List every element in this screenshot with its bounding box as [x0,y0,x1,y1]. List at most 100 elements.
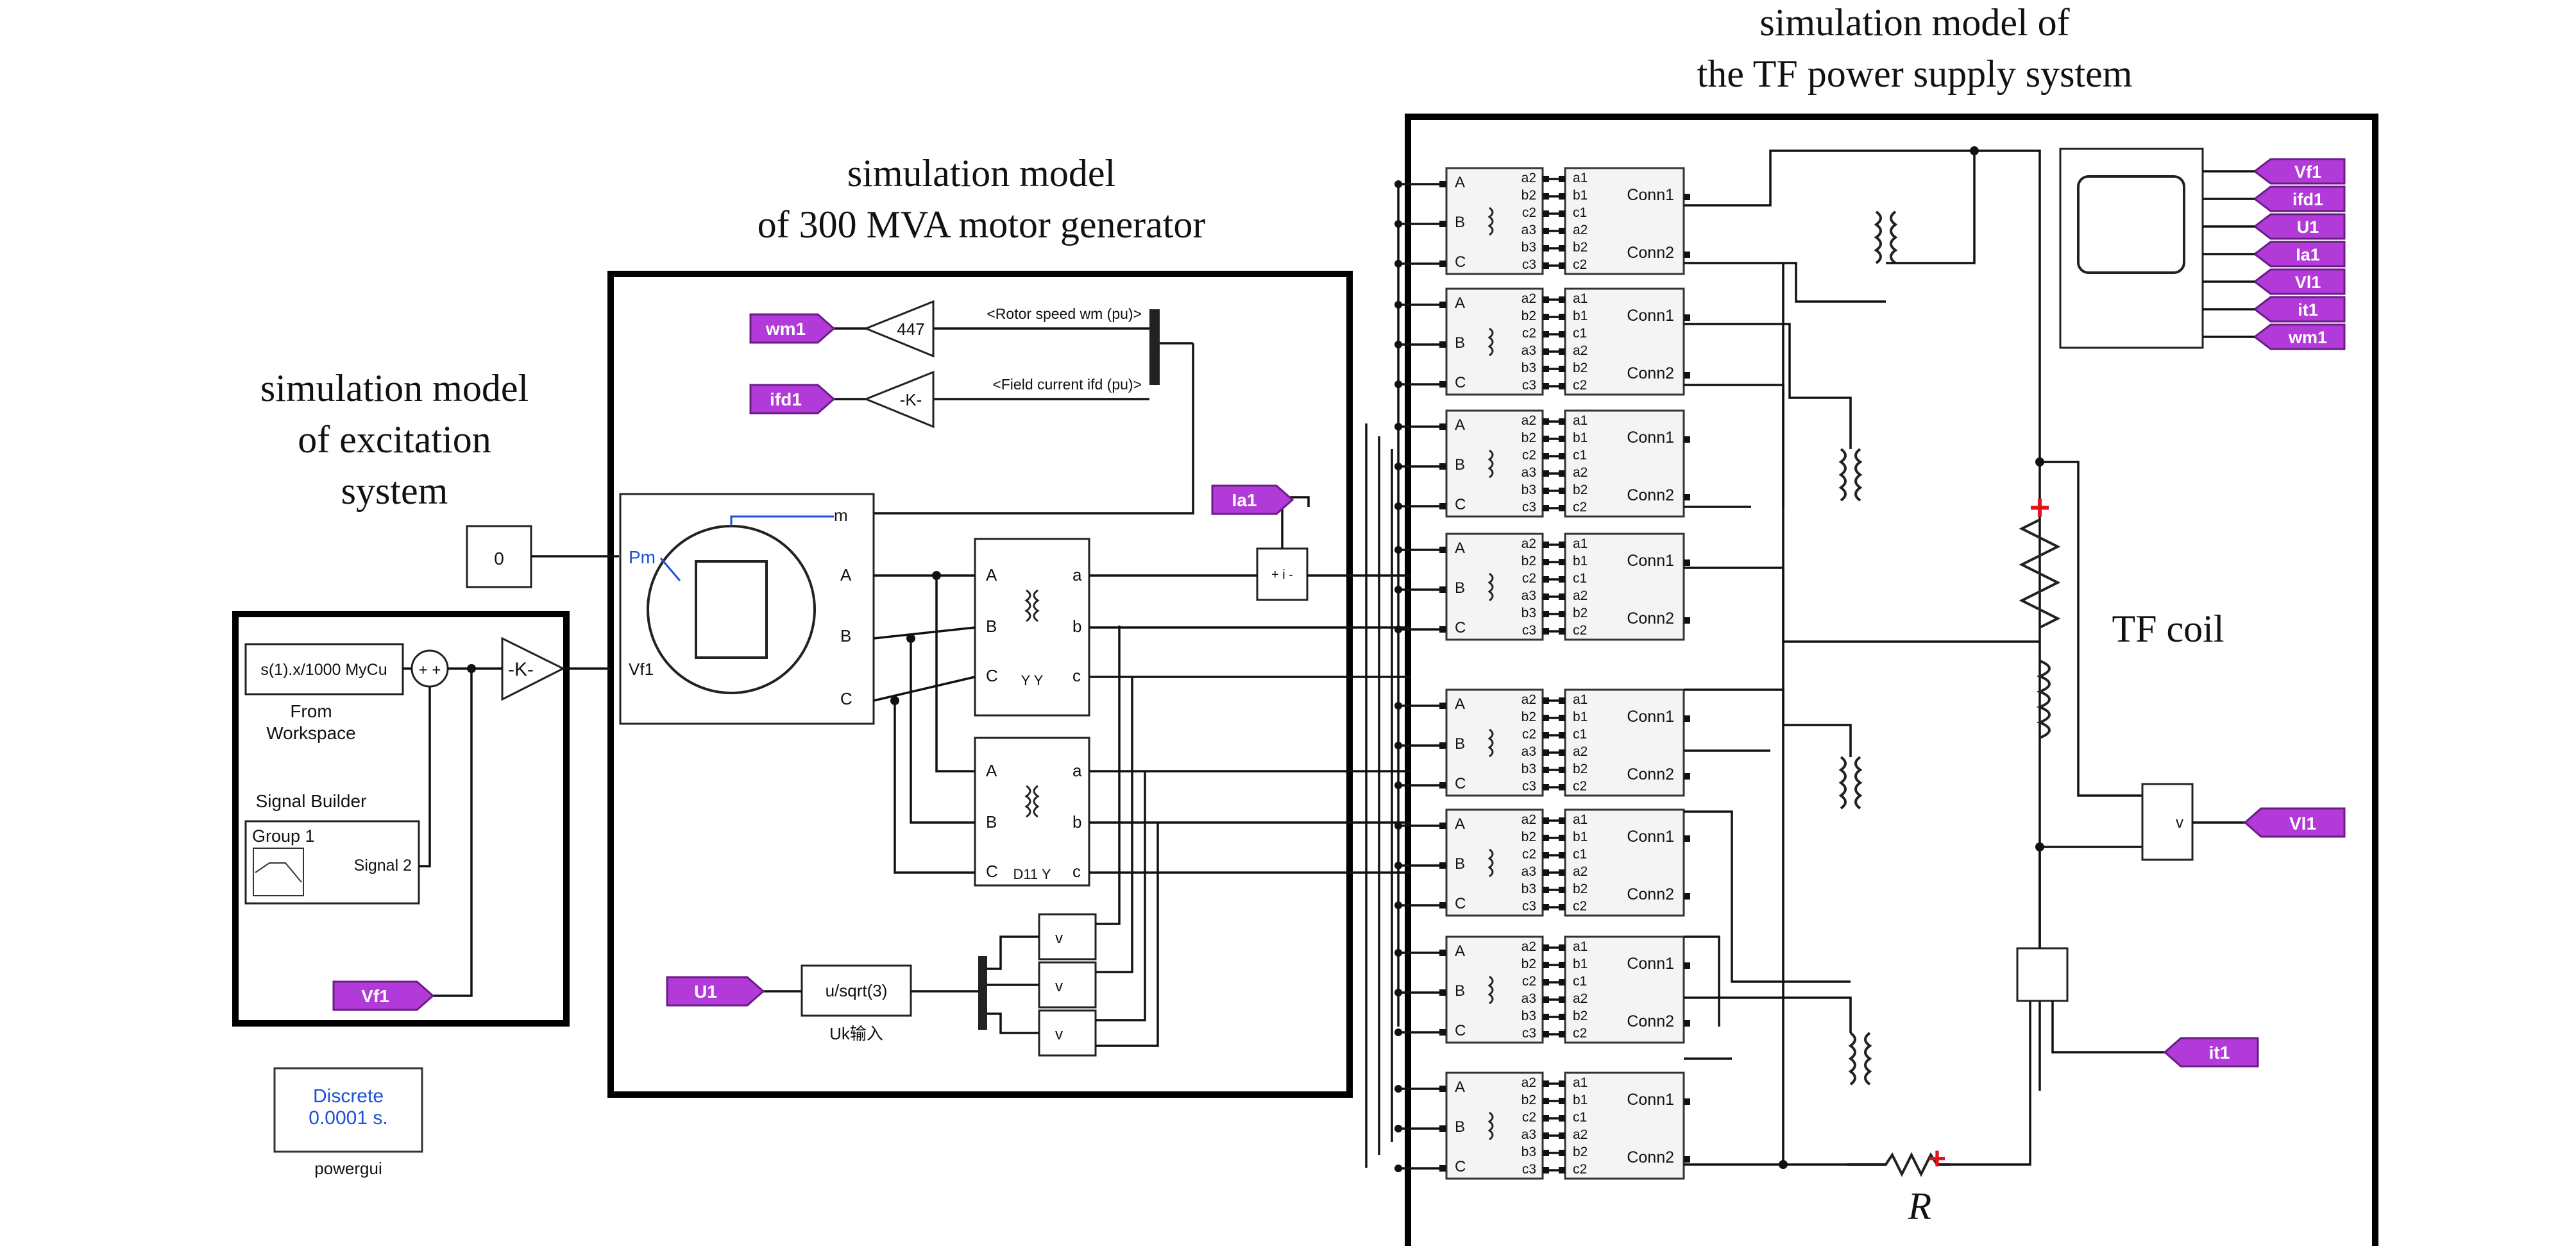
from-tag-vf1[interactable]: Vf1 [2203,158,2346,185]
coil-voltage-sign: v [2176,814,2183,832]
voltage-measurement-3[interactable] [1038,1009,1097,1057]
transformer-dy-block[interactable] [974,737,1090,887]
converter-block-1[interactable] [1564,167,1685,275]
port-marker [1559,296,1565,303]
bridge-block-6[interactable] [1445,808,1544,917]
from-tag-ifd1[interactable]: ifd1 [2203,185,2346,212]
from-tag-label: U1 [2297,218,2319,237]
port-marker [1543,887,1549,893]
resistor-r-label: R [1908,1185,1932,1227]
goto-u1[interactable] [666,976,765,1007]
converter-port: c2 [1573,378,1587,393]
port-marker [1543,193,1549,200]
port-marker [1559,732,1565,738]
wire-current-it1 [2051,1001,2168,1054]
from-tag-shape [2253,268,2346,295]
tf-coil-resistance-icon[interactable] [2019,518,2061,629]
goto-vf1-excitation[interactable] [332,980,435,1011]
port-marker [1543,436,1549,442]
port-marker [1559,436,1565,442]
constant-block[interactable] [466,525,532,588]
mux-block[interactable] [978,956,987,1030]
wire-vm1-mux [987,935,1039,970]
port-marker [1439,950,1446,956]
from-tag-vl1[interactable]: Vl1 [2203,268,2346,295]
converter-conn1: Conn1 [1627,552,1674,570]
trafo2-port-b-out: b [1072,812,1081,832]
from-tag-wm1[interactable]: wm1 [2203,323,2346,350]
converter-conn2: Conn2 [1627,486,1674,504]
port-marker [1543,904,1549,910]
port-marker [1684,559,1690,566]
port-marker [1559,996,1565,1003]
transformer-yy-block[interactable] [974,538,1090,717]
converter-block-8[interactable] [1564,1071,1685,1180]
speed-gain-block[interactable] [863,300,935,358]
bridge-out-port: a3 [1521,223,1536,237]
port-marker [1543,1132,1549,1139]
goto-wm1[interactable] [749,313,836,344]
bridge-block-7[interactable] [1445,935,1544,1044]
converter-port: c2 [1573,500,1587,515]
goto-ifd1[interactable] [749,384,836,414]
field-gain-block[interactable] [863,370,935,429]
port-marker [1543,611,1549,617]
sum-signs: + + [419,661,441,679]
bridge-out-port: c3 [1522,378,1536,393]
bus-selector[interactable] [1149,309,1160,385]
from-tag-ia1[interactable]: Ia1 [2203,241,2346,268]
coil-voltage-measurement[interactable] [2141,783,2194,861]
coil-current-measurement[interactable] [2016,947,2069,1002]
port-marker [1543,505,1549,511]
bridge-block-2[interactable] [1445,287,1544,396]
port-marker [1559,1167,1565,1173]
port-marker [1559,1115,1565,1122]
port-marker [1439,902,1446,909]
generator-title-line-1: simulation model [847,152,1115,194]
powergui-block[interactable] [273,1067,423,1153]
voltage-measurement-2[interactable] [1038,961,1097,1009]
from-tag-shape [2253,241,2346,268]
bridge-block-8[interactable] [1445,1071,1544,1180]
bridge-block-1[interactable] [1445,167,1544,275]
goto-ia1[interactable] [1211,484,1294,515]
bridge-block-5[interactable] [1445,688,1544,797]
port-marker [1543,296,1549,303]
converter-block-5[interactable] [1564,688,1685,797]
converter-block-6[interactable] [1564,808,1685,917]
goto-it1[interactable] [2163,1037,2259,1068]
port-marker [1439,547,1446,553]
voltage-measurement-1[interactable] [1038,913,1097,960]
current-measurement-block[interactable] [1256,547,1309,601]
converter-block-2[interactable] [1564,287,1685,396]
converter-conn2: Conn2 [1627,765,1674,783]
port-marker [1439,381,1446,388]
bridge-block-4[interactable] [1445,533,1544,641]
junction-dot [890,696,899,705]
voltage-measurement-3-sign: v [1055,1026,1063,1043]
converter-port: b2 [1573,762,1588,776]
port-marker [1543,732,1549,738]
scope-screen-icon [2077,175,2185,274]
converter-block-3[interactable] [1564,409,1685,518]
tf-coil-inductance-icon[interactable] [2036,660,2051,739]
goto-vl1[interactable] [2243,807,2346,838]
from-tag-u1[interactable]: U1 [2203,213,2346,240]
powergui[interactable]: Discrete 0.0001 s. powergui [273,1067,423,1178]
port-marker [1559,697,1565,704]
converter-block-4[interactable] [1564,533,1685,641]
converter-port: a1 [1573,939,1588,954]
wire-reactor2 [1684,323,1852,449]
converter-port: a1 [1573,171,1588,185]
converter-conn2: Conn2 [1627,1148,1674,1166]
bridge-out-port: c3 [1522,899,1536,914]
bridge-block-3[interactable] [1445,409,1544,518]
port-marker [1559,628,1565,635]
converter-block-7[interactable] [1564,935,1685,1044]
resistor-r-icon[interactable] [1847,1152,1950,1177]
excitation-title-line-1: simulation model [260,367,529,409]
from-tag-it1[interactable]: it1 [2203,296,2346,323]
port-marker [1543,944,1549,951]
